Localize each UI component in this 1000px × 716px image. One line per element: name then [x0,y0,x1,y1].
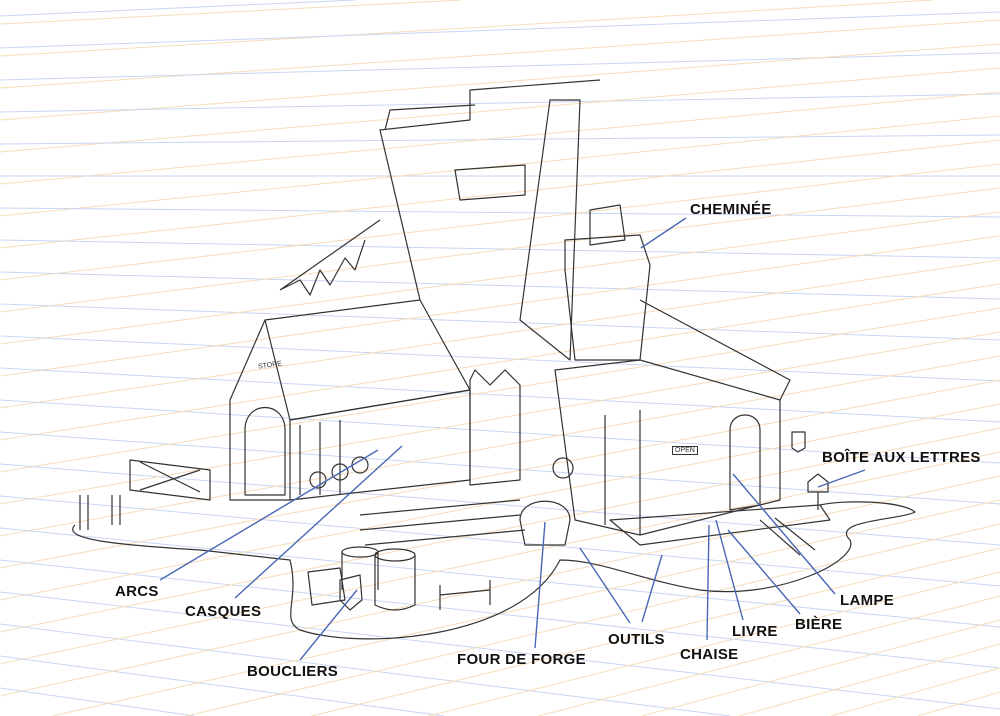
guide-line-orange [641,619,1000,716]
leader-shields [299,589,358,661]
guide-line-orange [0,355,1000,537]
guide-line-blue [0,52,1000,81]
leader-book [715,519,744,621]
leader-lamp [732,473,836,595]
guide-line-orange [0,427,1000,633]
label-chair: CHAISE [680,646,739,663]
guide-line-blue [0,239,1000,259]
ground-outline [72,501,916,640]
label-forge: FOUR DE FORGE [457,651,586,668]
guide-line-orange [0,451,1000,665]
guide-line-orange [311,547,1000,716]
guide-line-orange [0,259,1000,409]
guide-line-orange [0,0,462,25]
guide-line-blue [0,655,445,716]
chimney [564,234,651,361]
crate [307,567,346,606]
leader-lines [159,217,866,661]
leader-chair [706,524,710,641]
label-beer: BIÈRE [795,616,843,633]
open-sign: OPEN [672,446,698,455]
guide-line-blue [0,134,1000,145]
guide-line-orange [186,523,1000,716]
guide-line-orange [0,0,934,57]
leader-chimney [640,217,687,249]
guide-line-orange [52,499,1000,716]
guide-line-blue [0,93,1000,113]
shields [339,574,363,611]
forge [519,500,571,546]
guide-line-blue [0,623,731,716]
leader-beer [727,529,801,615]
label-book: LIVRE [732,623,778,640]
guide-line-orange [428,571,1000,716]
guide-line-orange [0,379,1000,569]
label-lamp: LAMPE [840,592,894,609]
guide-line-orange [0,163,1000,281]
guide-line-orange [738,643,1000,716]
guide-line-blue [0,463,1000,546]
guide-line-blue [0,495,1000,587]
leader-mailbox [817,469,866,488]
fence [129,459,211,501]
leader-forge [534,521,546,649]
guide-line-orange [538,595,1000,716]
guide-line-orange [0,91,1000,185]
guide-line-orange [0,43,1000,121]
guide-line-orange [0,187,1000,313]
guide-line-orange [0,307,1000,473]
guide-line-blue [0,271,1000,300]
label-tools: OUTILS [608,631,665,648]
label-bows: ARCS [115,583,159,600]
building-sketch [72,79,916,640]
guide-line-blue [0,399,1000,464]
guide-line-orange [0,139,1000,249]
guide-line-blue [0,527,1000,628]
guide-line-orange [0,475,1000,697]
guide-line-blue [0,303,1000,341]
label-helmets: CASQUES [185,603,262,620]
guide-line-blue [0,207,1000,218]
barrel [374,548,416,562]
guide-line-blue [0,0,356,17]
leader-helmets [234,445,403,599]
guide-line-orange [0,67,1000,153]
leader-bows [159,449,379,581]
guide-line-orange [0,211,1000,345]
guide-line-orange [0,115,1000,217]
guide-line-blue [0,335,1000,382]
guide-line-blue [0,687,195,716]
guide-line-blue [0,11,1000,49]
guide-line-orange [917,691,1000,716]
left-house [229,319,291,501]
guide-line-blue [0,431,1000,505]
guide-line-orange [0,283,1000,441]
label-shields: BOUCLIERS [247,663,339,680]
mailbox [807,473,829,510]
guide-line-blue [0,367,1000,423]
label-mailbox: BOÎTE AUX LETTRES [822,449,981,466]
guide-line-orange [0,235,1000,377]
guide-line-orange [0,19,1000,89]
leader-tools-right [641,554,663,623]
leader-tools-left [579,547,631,624]
guide-line-orange [830,667,1000,716]
label-chimney: CHEMINÉE [690,201,772,218]
guide-line-orange [0,331,1000,505]
